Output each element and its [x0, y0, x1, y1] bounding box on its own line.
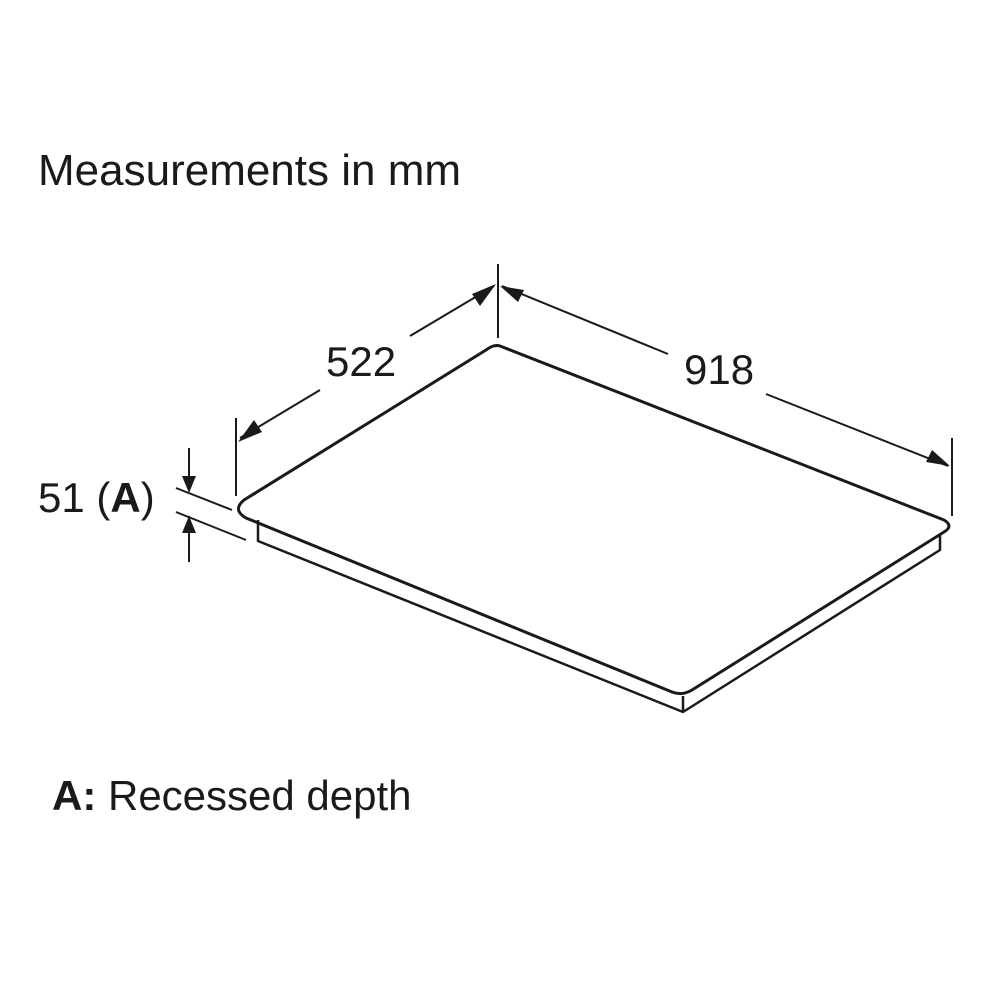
hob-top-surface	[237, 344, 951, 696]
height-arrowhead-top	[182, 476, 196, 493]
height-dimension-label: 51 (A)	[38, 474, 155, 522]
height-dimension-reference: A	[110, 474, 141, 521]
width-dimension-line-lower	[765, 393, 949, 467]
legend-text: Recessed depth	[96, 772, 412, 819]
width-arrowhead-right	[926, 450, 950, 466]
height-extension-line-top	[175, 487, 233, 511]
height-dimension-open-paren: (	[84, 474, 111, 521]
hob-body-side	[256, 520, 942, 714]
height-arrowhead-bottom	[182, 516, 196, 533]
width-dimension-line-upper	[501, 285, 669, 355]
depth-arrowhead-right	[472, 284, 496, 306]
depth-arrowhead-left	[238, 420, 262, 442]
depth-dimension-label: 522	[326, 338, 397, 385]
page-title: Measurements in mm	[38, 146, 462, 195]
legend-key: A:	[52, 772, 97, 819]
height-extension-line-bottom	[175, 511, 247, 541]
width-dimension-label: 918	[684, 346, 755, 393]
height-dimension-value: 51	[38, 474, 85, 521]
width-arrowhead-left	[500, 286, 524, 302]
height-dimension-close-paren: )	[140, 474, 155, 521]
legend-recessed-depth: A: Recessed depth	[52, 772, 412, 820]
